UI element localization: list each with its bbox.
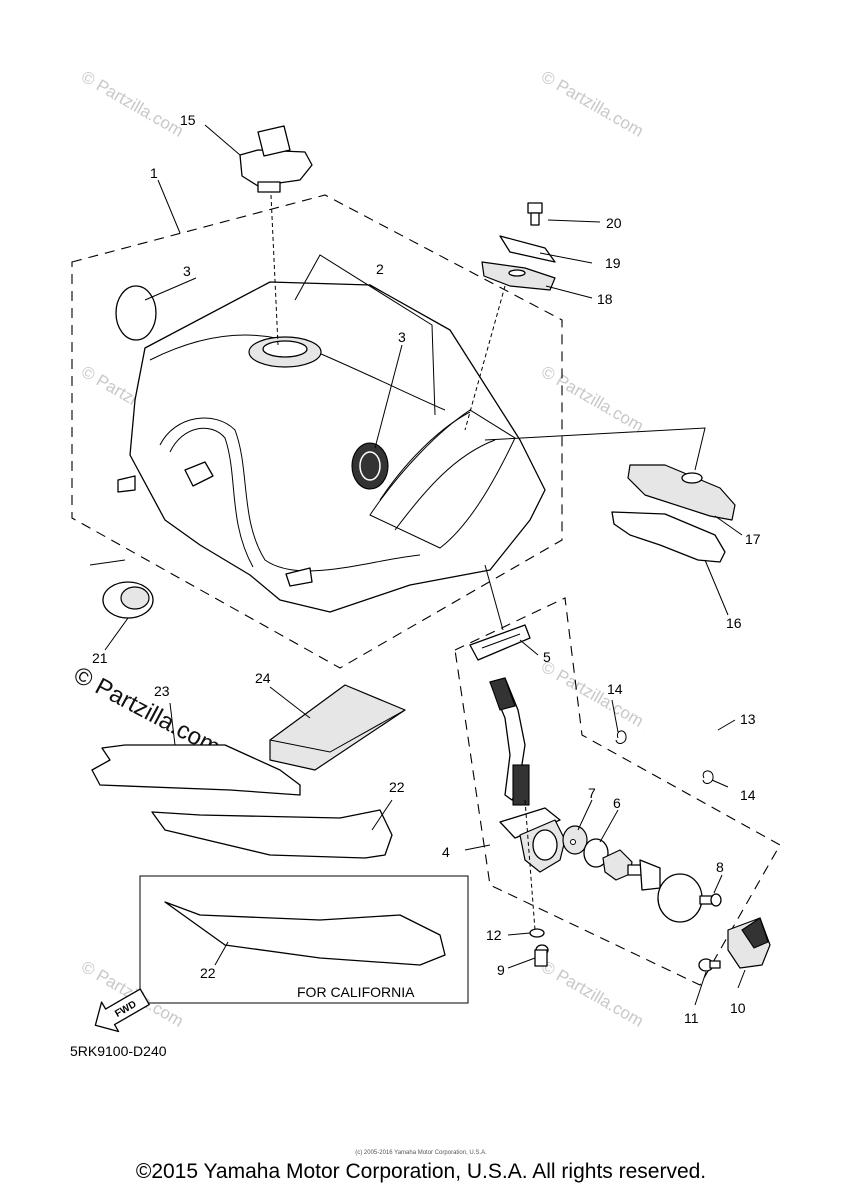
part-number-3: 3 bbox=[183, 263, 191, 279]
plate bbox=[657, 873, 703, 923]
pad-22 bbox=[151, 809, 393, 859]
screw-8 bbox=[699, 893, 722, 907]
part-number-8: 8 bbox=[716, 859, 724, 875]
lever-valve bbox=[602, 849, 661, 891]
assembly-1-boundary bbox=[71, 194, 563, 669]
part-number-14: 14 bbox=[740, 787, 756, 803]
hose-13-inner bbox=[640, 693, 725, 772]
part-number-4: 4 bbox=[442, 844, 450, 860]
part-number-7: 7 bbox=[588, 785, 596, 801]
pad-22-california bbox=[164, 901, 446, 966]
watermark: © Partzilla.com bbox=[538, 362, 647, 436]
part-number-17: 17 bbox=[745, 531, 761, 547]
part-number-18: 18 bbox=[597, 291, 613, 307]
fuel-cap-15 bbox=[239, 125, 313, 193]
part-number-14: 14 bbox=[607, 681, 623, 697]
o-ring-6 bbox=[583, 838, 609, 868]
bracket-19 bbox=[499, 235, 556, 263]
assembly-4-boundary bbox=[454, 597, 781, 986]
fuel-cock-4 bbox=[489, 677, 566, 873]
plate-16 bbox=[611, 511, 726, 563]
cap-21 bbox=[102, 581, 154, 619]
lever-10 bbox=[727, 917, 771, 969]
small-credit: (c) 2005-2016 Yamaha Motor Corporation, … bbox=[355, 1150, 487, 1156]
part-number-3: 3 bbox=[398, 329, 406, 345]
part-number-5: 5 bbox=[543, 649, 551, 665]
clip-14b bbox=[702, 770, 714, 784]
watermark: © Partzilla.com bbox=[538, 957, 647, 1031]
gasket-5 bbox=[469, 624, 531, 661]
part-number-19: 19 bbox=[605, 255, 621, 271]
leader-lines bbox=[89, 124, 746, 1006]
pad-24 bbox=[269, 684, 406, 771]
part-number-12: 12 bbox=[486, 927, 502, 943]
california-label: FOR CALIFORNIA bbox=[297, 984, 415, 1000]
watermark: © Partzilla.com bbox=[538, 657, 647, 731]
emblem-3-left bbox=[115, 285, 157, 341]
clip-14a bbox=[615, 730, 627, 744]
fuel-tank bbox=[117, 281, 546, 613]
washer-12 bbox=[529, 928, 545, 938]
cover-17 bbox=[627, 464, 736, 521]
part-number-24: 24 bbox=[255, 670, 271, 686]
watermark: © Partzilla.com bbox=[78, 67, 187, 141]
part-number-6: 6 bbox=[613, 795, 621, 811]
part-number-labels: 1 2 3 3 4 5 6 7 8 9 10 11 12 13 14 14 15… bbox=[92, 112, 761, 1026]
diagram-code: 5RK9100-D240 bbox=[70, 1043, 167, 1059]
part-number-13: 13 bbox=[740, 711, 756, 727]
fwd-arrow: FWD bbox=[94, 988, 150, 1033]
part-number-20: 20 bbox=[606, 215, 622, 231]
part-number-11: 11 bbox=[684, 1010, 699, 1026]
damper-18-hole bbox=[508, 269, 526, 277]
screw-9 bbox=[534, 944, 549, 967]
screw-11 bbox=[698, 958, 721, 972]
part-number-21: 21 bbox=[92, 650, 108, 666]
part-number-2: 2 bbox=[376, 261, 384, 277]
packing-7 bbox=[562, 825, 588, 855]
bolt-20 bbox=[527, 202, 543, 226]
california-box bbox=[139, 875, 469, 1004]
part-number-1: 1 bbox=[150, 165, 158, 181]
part-number-10: 10 bbox=[730, 1000, 746, 1016]
part-number-9: 9 bbox=[497, 962, 505, 978]
cover-17-hole bbox=[681, 472, 703, 484]
part-number-16: 16 bbox=[726, 615, 742, 631]
part-number-22: 22 bbox=[389, 779, 405, 795]
part-number-23: 23 bbox=[154, 683, 170, 699]
pad-23 bbox=[91, 744, 301, 796]
copyright-footer: ©2015 Yamaha Motor Corporation, U.S.A. A… bbox=[135, 1160, 707, 1183]
part-number-22: 22 bbox=[200, 965, 216, 981]
part-number-15: 15 bbox=[180, 112, 196, 128]
watermark: © Partzilla.com bbox=[538, 67, 647, 141]
